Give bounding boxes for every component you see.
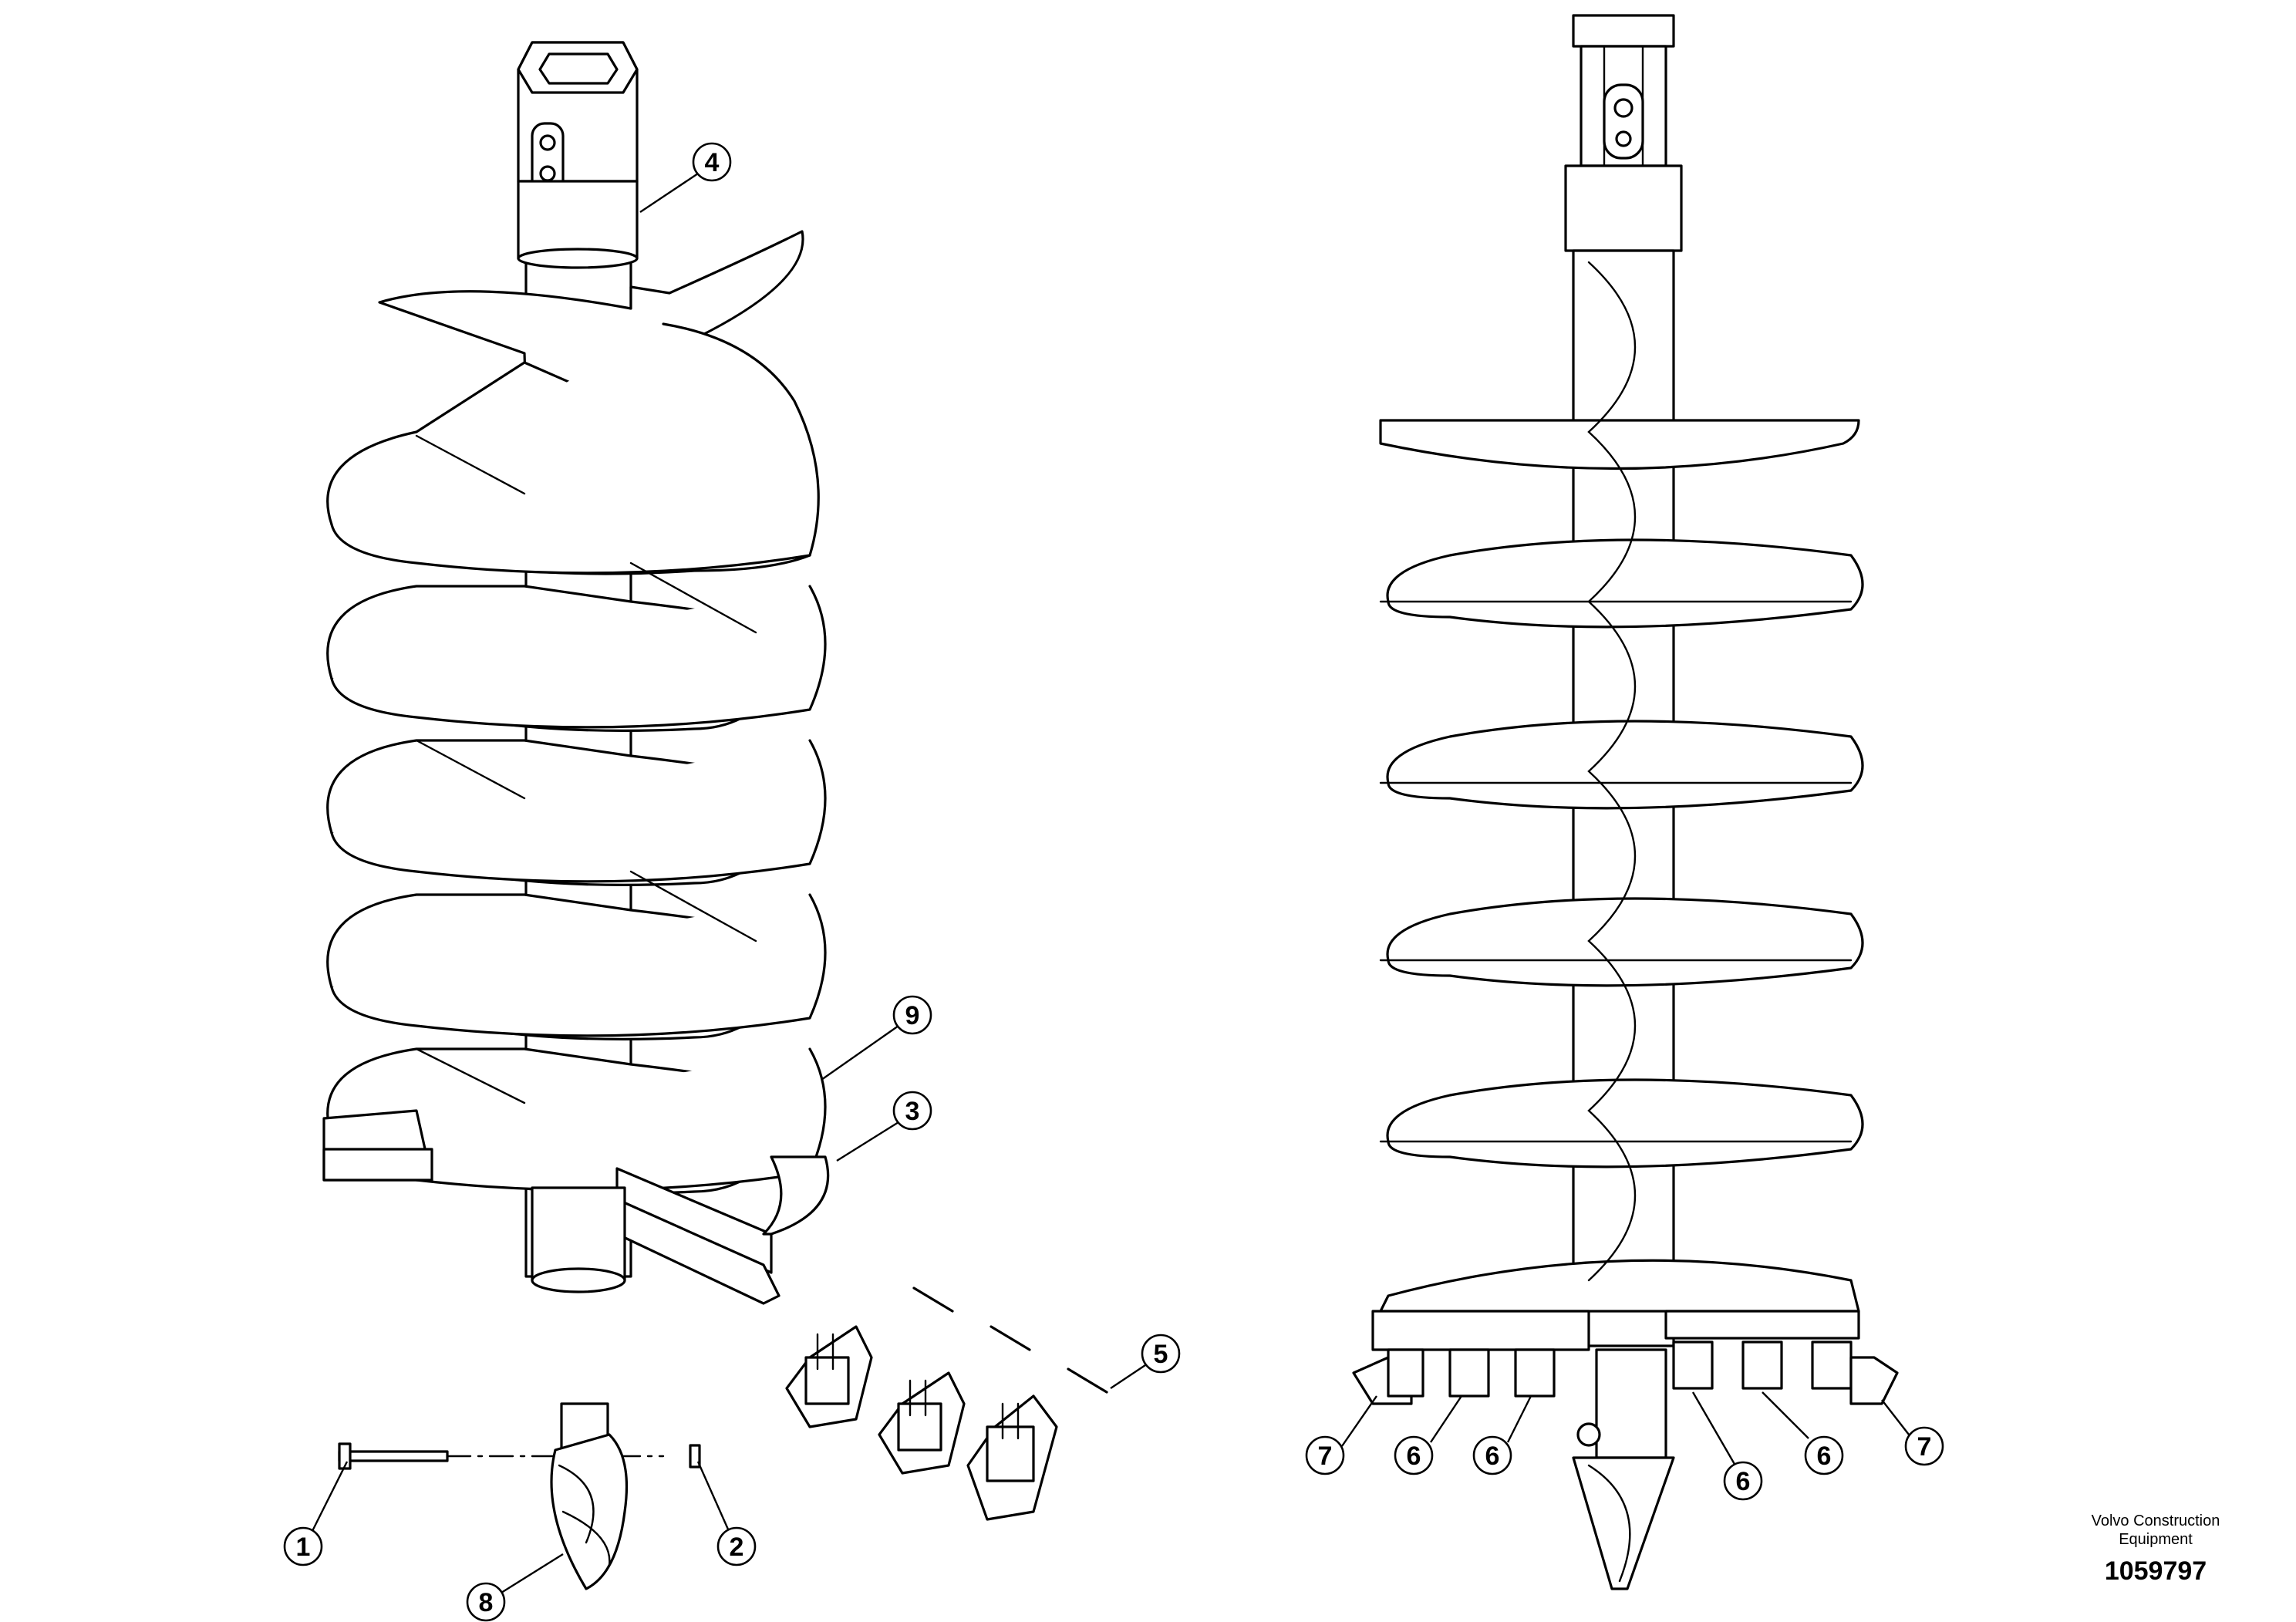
- retaining-pins: [912, 1286, 1108, 1394]
- svg-text:4: 4: [705, 148, 720, 177]
- nut: [689, 1444, 701, 1469]
- manufacturer-line-2: Equipment: [2119, 1531, 2193, 1548]
- svg-text:6: 6: [1407, 1442, 1421, 1471]
- bolt: [338, 1450, 449, 1462]
- svg-text:7: 7: [1917, 1432, 1932, 1462]
- svg-text:6: 6: [1736, 1467, 1751, 1496]
- exploded-teeth: [785, 1286, 1108, 1521]
- auger-isometric-view: [322, 41, 830, 1305]
- manufacturer-line-1: Volvo Construction: [2091, 1512, 2220, 1529]
- pilot-stub: [1595, 1348, 1667, 1459]
- pilot-bit-assembly: [338, 1402, 701, 1590]
- tooth: [966, 1394, 1058, 1521]
- teeth-row-right: [1672, 1340, 1899, 1405]
- svg-text:7: 7: [1318, 1442, 1333, 1471]
- callout-6-d: 6: [1762, 1391, 1844, 1475]
- cutting-head: [1352, 1310, 1899, 1590]
- auger-flighting: [326, 230, 827, 1195]
- drive-collar-ring: [1564, 164, 1683, 252]
- svg-text:6: 6: [1817, 1442, 1832, 1471]
- callout-6-a: 6: [1394, 1395, 1462, 1475]
- drive-collar-ring: [517, 180, 639, 269]
- callout-5: 5: [1110, 1334, 1181, 1389]
- drawing-number: 1059797: [2104, 1556, 2207, 1586]
- manufacturer-caption: Volvo Construction Equipment: [2052, 1512, 2260, 1549]
- callout-7-right: 7: [1881, 1399, 1944, 1466]
- svg-text:5: 5: [1154, 1340, 1168, 1369]
- svg-text:9: 9: [905, 1001, 920, 1030]
- callout-9: 9: [821, 995, 932, 1081]
- auger-flighting: [1379, 261, 1864, 1313]
- callout-7-left: 7: [1305, 1395, 1377, 1475]
- hex-drive-collar: [517, 41, 639, 194]
- callout-8: 8: [466, 1553, 564, 1622]
- pilot-bit: [1572, 1422, 1675, 1590]
- tooth: [878, 1371, 966, 1475]
- pilot-stub: [531, 1186, 626, 1293]
- svg-text:2: 2: [730, 1533, 744, 1562]
- svg-text:8: 8: [479, 1588, 494, 1617]
- cutting-edge-plate: [762, 1155, 830, 1236]
- hex-drive-collar: [1572, 14, 1675, 167]
- callout-3: 3: [836, 1091, 932, 1162]
- teeth-row-left: [1352, 1348, 1556, 1405]
- cutting-head: [322, 1109, 830, 1305]
- pilot-bit: [550, 1402, 629, 1590]
- callout-1: 1: [283, 1461, 349, 1566]
- auger-side-view: [1352, 14, 1899, 1590]
- callout-4: 4: [639, 142, 732, 213]
- svg-text:1: 1: [296, 1533, 311, 1562]
- svg-text:6: 6: [1485, 1442, 1500, 1471]
- tooth: [785, 1325, 873, 1428]
- callout-2: 2: [696, 1461, 757, 1566]
- svg-text:3: 3: [905, 1097, 920, 1126]
- callout-6-c: 6: [1691, 1391, 1763, 1501]
- callout-6-b: 6: [1472, 1395, 1532, 1475]
